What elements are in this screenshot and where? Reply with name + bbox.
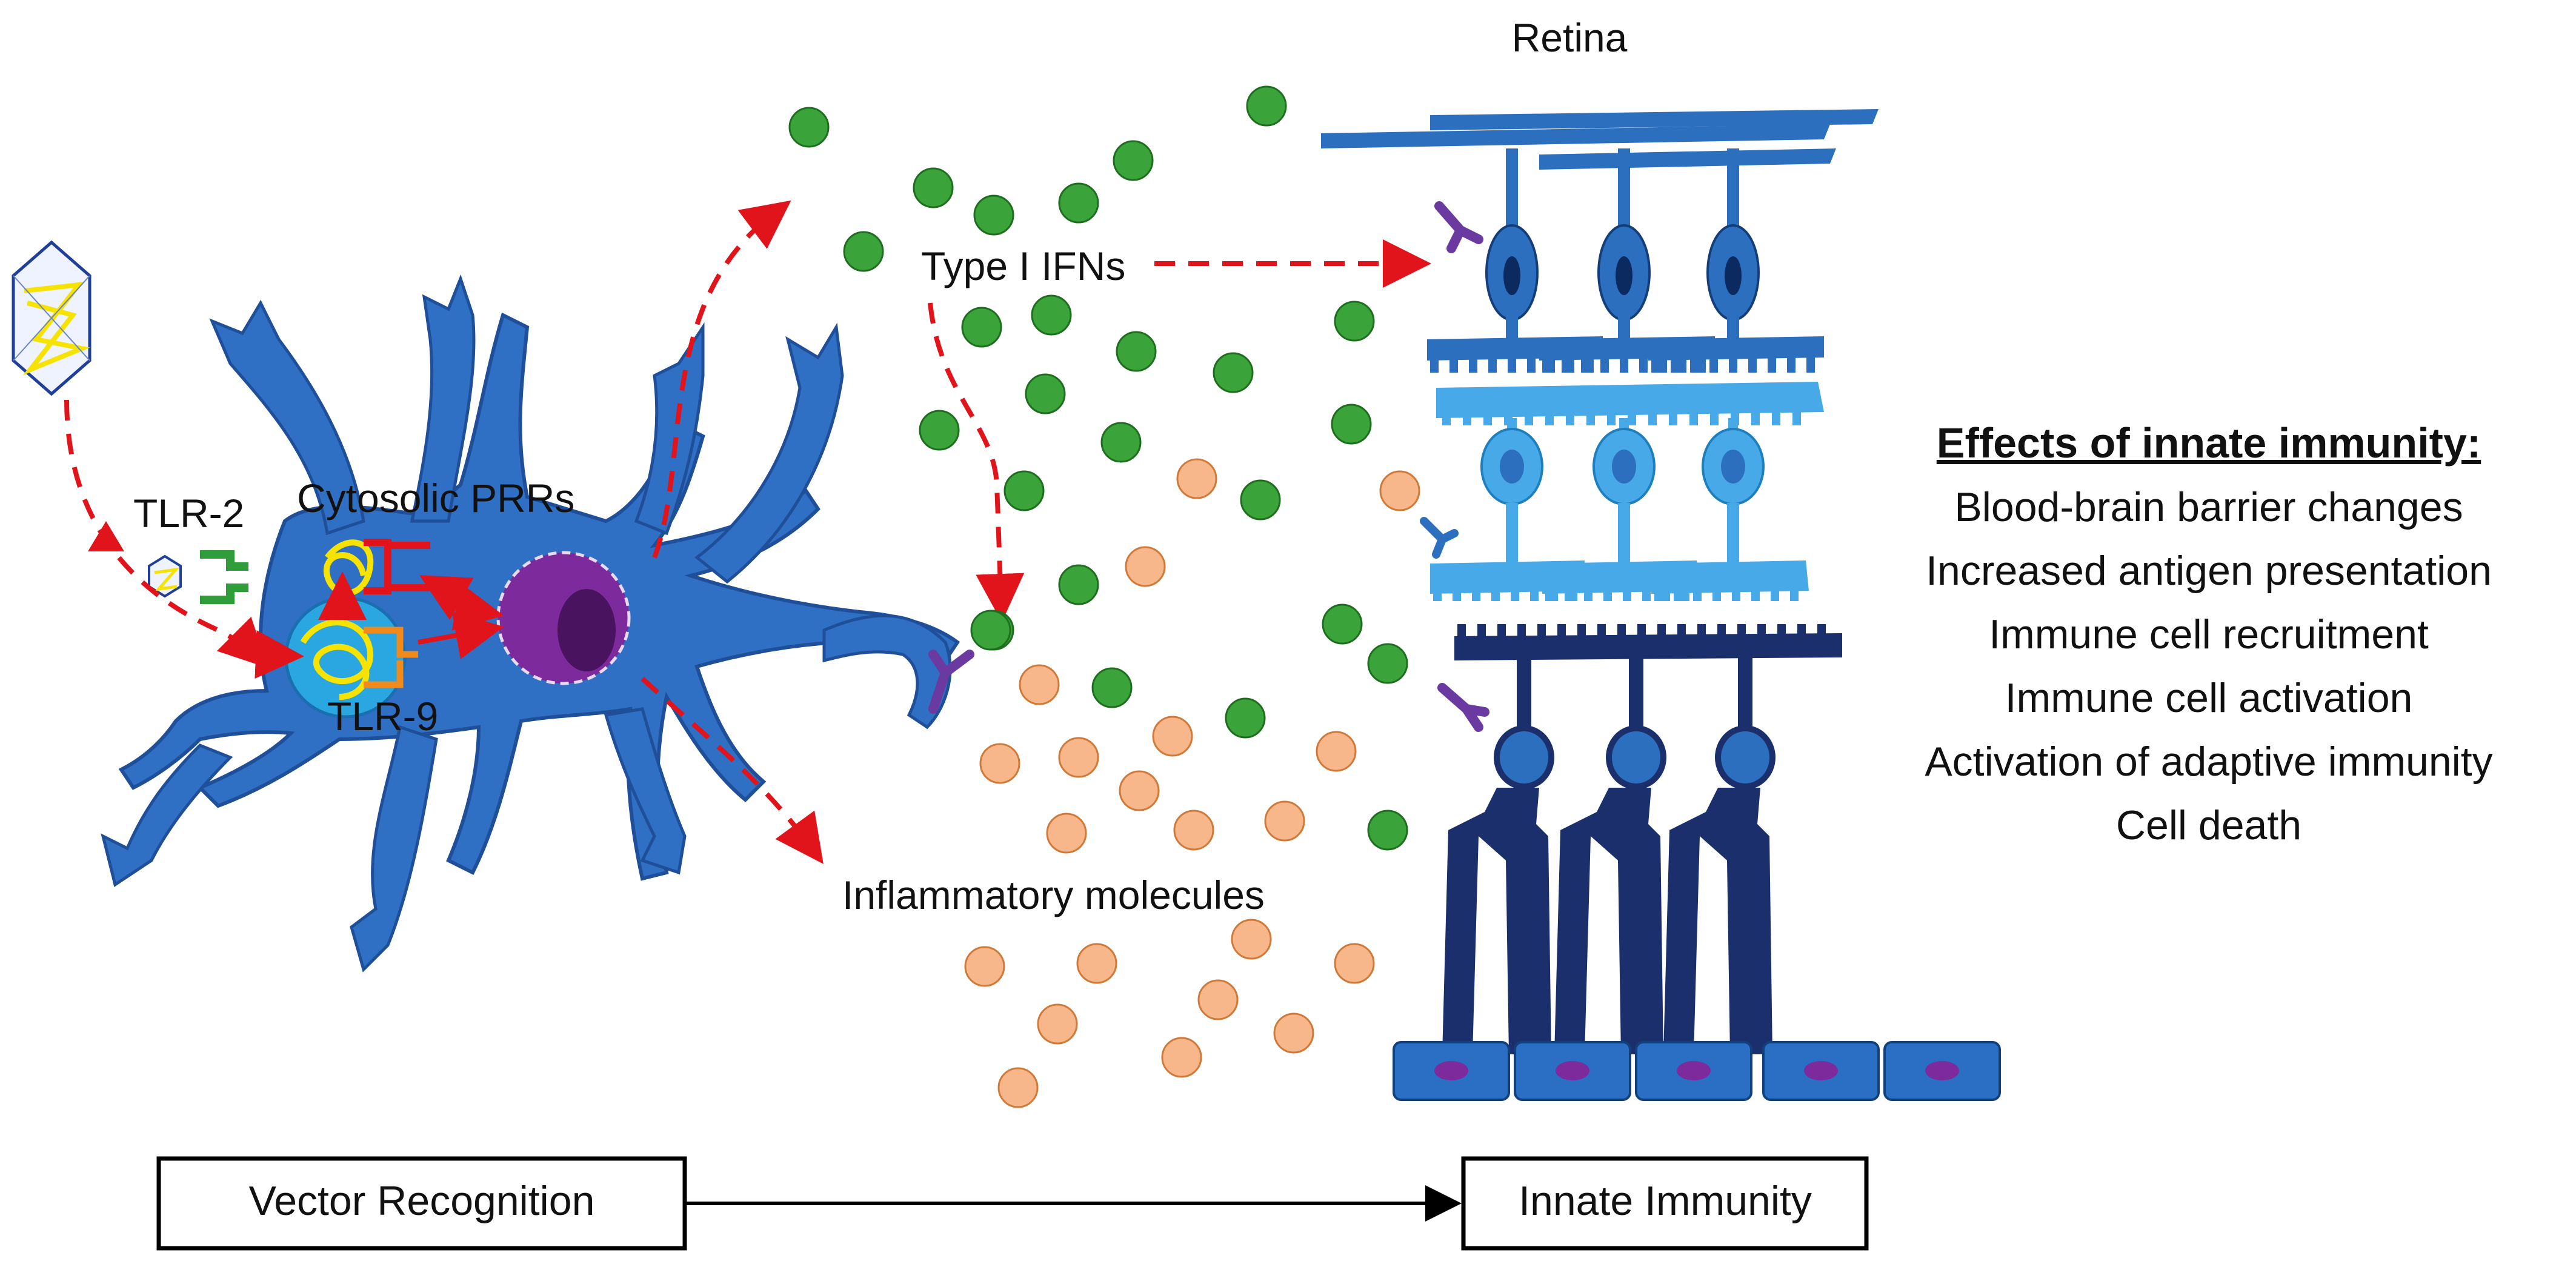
inflammatory-molecule [1037, 1003, 1078, 1045]
arrow-to-inflammatory [641, 677, 824, 864]
ganglion-cells [1427, 148, 1824, 373]
ifn-molecule [1031, 294, 1072, 336]
inflammatory-molecule [997, 1067, 1039, 1108]
inflammatory-molecule [1119, 770, 1160, 811]
inflammatory-molecule [1264, 800, 1305, 842]
flow-bar: Vector Recognition Innate Immunity [156, 1156, 1869, 1251]
effect-item: Increased antigen presentation [1926, 548, 2492, 594]
ifn-molecule [1225, 697, 1266, 739]
cytosolic-prrs-label: Cytosolic PRRs [297, 476, 574, 520]
vector-recognition-box [156, 1156, 687, 1251]
retina-label: Retina [1512, 15, 1628, 60]
arrow-to-ifns [652, 200, 791, 559]
inflammatory-molecule [1316, 731, 1357, 772]
ifn-molecule [1331, 404, 1372, 445]
ifn-molecule [913, 167, 954, 208]
retina-receptor-icon-1 [1434, 201, 1483, 253]
ifn-molecule [1058, 564, 1099, 605]
ifn-molecule [788, 107, 830, 148]
ifn-molecule [1367, 810, 1408, 851]
inflammatory-molecules [964, 458, 1420, 1108]
ifn-molecule [1058, 182, 1099, 224]
innate-immunity-box [1461, 1156, 1869, 1251]
effect-item: Activation of adaptive immunity [1925, 739, 2492, 785]
ifn-molecule [1322, 604, 1363, 645]
photoreceptor-cells [1442, 624, 1842, 1054]
inflammatory-molecule [1161, 1037, 1202, 1078]
inflammatory-molecule [1046, 813, 1087, 854]
retina-receptor-icon-2 [1420, 517, 1459, 559]
arrow-ifns-to-receptor [928, 302, 1025, 622]
inflammatory-molecule [1058, 737, 1099, 778]
inflammatory-molecule [1231, 919, 1272, 960]
ifn-molecule [1213, 352, 1254, 393]
inflammatory-molecule [979, 743, 1020, 784]
tlr2-receptor-icon [200, 550, 248, 604]
tlr9-label: TLR-9 [327, 694, 438, 739]
inflammatory-molecule [1379, 470, 1420, 511]
ifn-molecule [1025, 373, 1066, 414]
retina-receptor-icon-3 [1437, 683, 1489, 732]
ifn-molecule [970, 610, 1011, 651]
small-vector-icon [148, 554, 182, 598]
bipolar-cells [1430, 382, 1824, 601]
ifn-molecule [1003, 470, 1045, 511]
viral-vector-icon [12, 240, 92, 396]
ifn-molecule [1246, 85, 1287, 127]
inflammatory-molecule [1176, 458, 1217, 499]
ifn-molecule [1100, 422, 1142, 463]
effect-item: Immune cell activation [2005, 675, 2413, 721]
innate-immunity-label: Innate Immunity [1519, 1178, 1812, 1224]
nucleolus [557, 589, 616, 671]
tlr2-label: TLR-2 [133, 491, 244, 536]
vector-recognition-label: Vector Recognition [249, 1178, 595, 1224]
ifn-molecule [1116, 331, 1157, 372]
ifn-molecule [1367, 643, 1408, 684]
ifn-molecule [1091, 667, 1133, 708]
arrows-red [64, 200, 1431, 864]
type1-ifns-label: Type I IFNs [921, 244, 1125, 288]
arrows-solid-red [254, 571, 504, 679]
ifn-molecule [973, 195, 1014, 236]
effects-title: Effects of innate immunity: [1937, 419, 2481, 467]
inflammatory-label: Inflammatory molecules [842, 873, 1265, 917]
inflammatory-molecule [1273, 1013, 1314, 1054]
rpe-layer [1393, 1041, 2001, 1101]
effect-item: Cell death [2116, 802, 2301, 848]
inflammatory-molecule [1152, 716, 1193, 757]
inflammatory-molecule [1125, 546, 1166, 587]
ifn-molecule [1113, 140, 1154, 181]
inflammatory-molecule [1334, 943, 1375, 984]
type1-ifn-molecules [788, 85, 1408, 851]
inflammatory-molecule [1197, 979, 1239, 1020]
inflammatory-molecule [964, 946, 1005, 987]
inflammatory-molecule [1173, 810, 1214, 851]
effects-panel: Effects of innate immunity: Blood-brain … [1925, 419, 2492, 848]
retina-diagram [1321, 109, 2001, 1101]
ifn-receptor-icon [928, 650, 974, 714]
effect-item: Blood-brain barrier changes [1954, 484, 2463, 530]
arrow-head-tlr2 [88, 521, 124, 551]
ifn-molecule [919, 410, 960, 451]
inflammatory-molecule [1019, 664, 1060, 705]
ifn-molecule [961, 307, 1002, 348]
immune-cell [101, 274, 960, 973]
arrow-vector-to-endosome [64, 399, 268, 668]
ifn-molecule [1240, 479, 1281, 520]
inflammatory-molecule [1076, 943, 1117, 984]
ifn-molecule [843, 231, 884, 272]
effect-item: Immune cell recruitment [1989, 611, 2429, 657]
ifn-molecule [1334, 301, 1375, 342]
